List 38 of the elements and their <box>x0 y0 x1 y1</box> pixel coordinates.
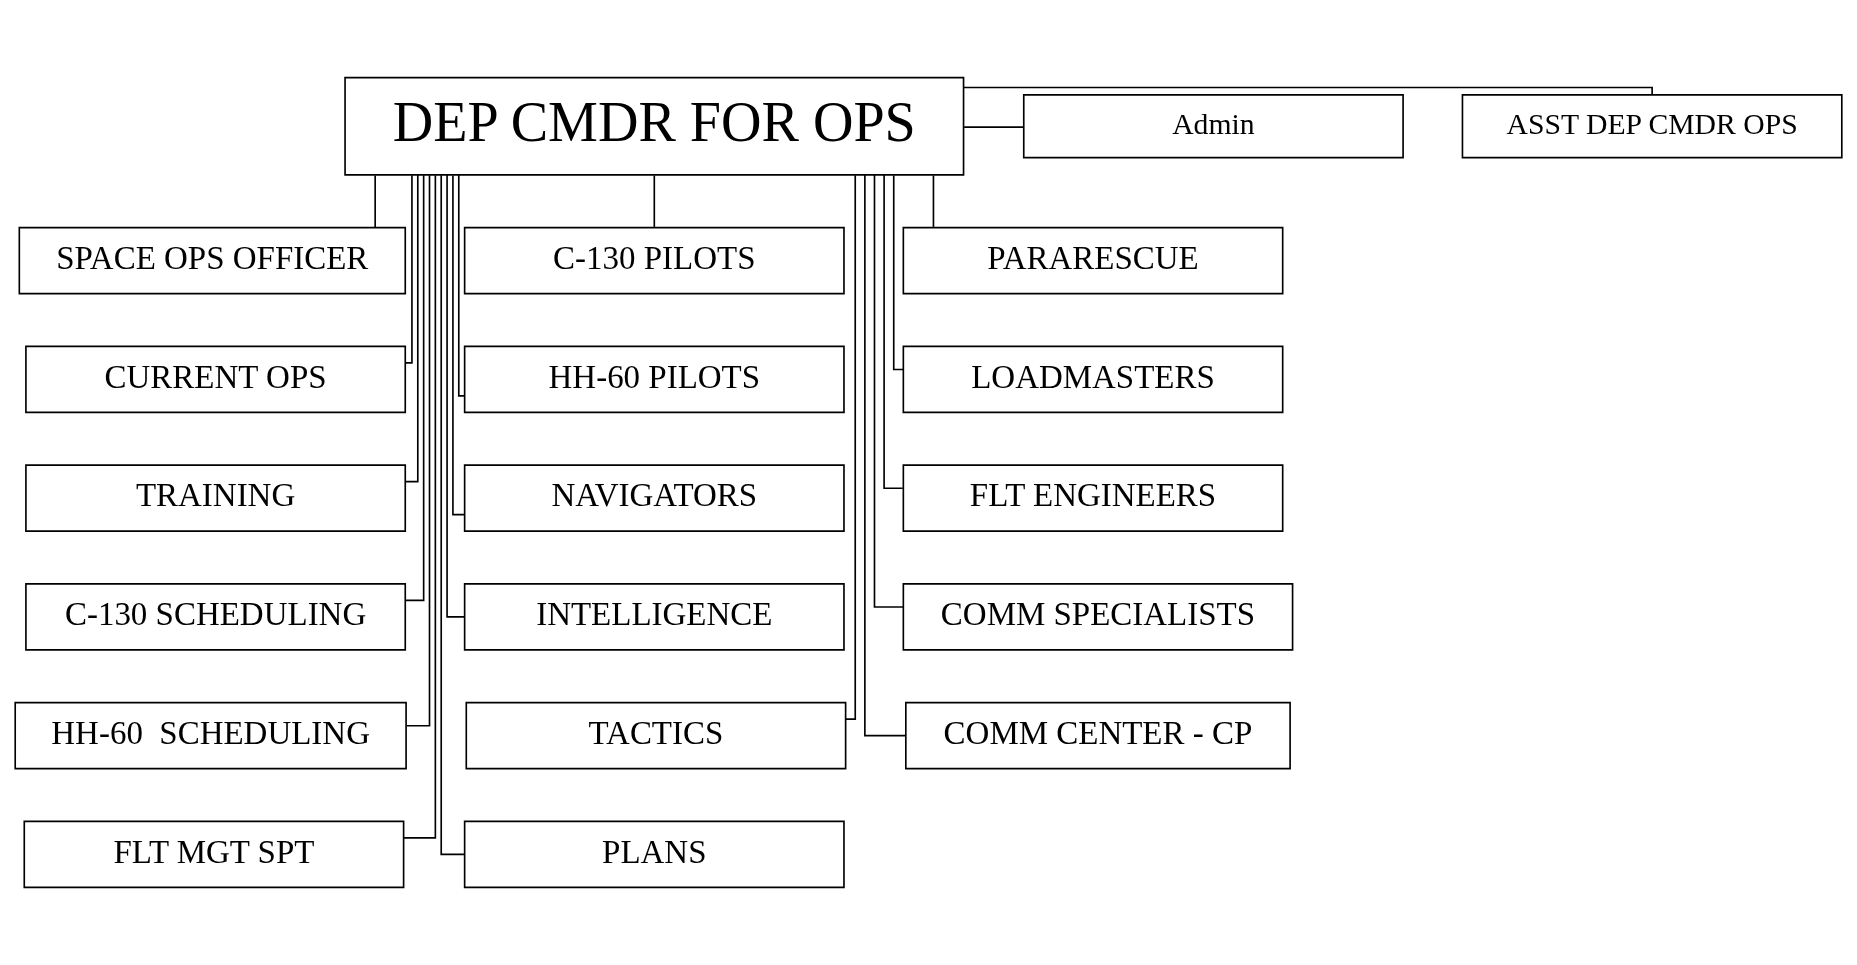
node-box: C-130 PILOTS <box>463 226 845 295</box>
connector <box>873 174 905 608</box>
node-box: DEP CMDR FOR OPS <box>344 76 965 176</box>
connector <box>405 174 425 602</box>
node-box: PARARESCUE <box>902 226 1284 295</box>
connector <box>653 174 656 228</box>
node-box: HH-60 PILOTS <box>463 345 845 414</box>
connector <box>883 174 904 490</box>
connector <box>892 174 905 371</box>
connector <box>406 174 431 727</box>
connector <box>374 174 376 228</box>
node-box: TACTICS <box>465 701 847 770</box>
node-box: INTELLIGENCE <box>463 583 845 651</box>
node-box: PLANS <box>463 820 845 889</box>
connector <box>452 174 466 516</box>
connector <box>404 174 413 364</box>
node-box: HH-60 SCHEDULING <box>14 701 407 770</box>
connector <box>402 174 437 839</box>
connector <box>404 174 419 483</box>
node-box: C-130 SCHEDULING <box>25 583 407 651</box>
connector <box>864 174 907 737</box>
node-box: FLT ENGINEERS <box>902 464 1284 532</box>
node-box: NAVIGATORS <box>463 464 845 532</box>
node-box: ASST DEP CMDR OPS <box>1461 94 1843 159</box>
connector <box>844 174 857 720</box>
node-box: FLT MGT SPT <box>23 820 405 889</box>
node-box: COMM CENTER - CP <box>905 701 1291 770</box>
node-box: SPACE OPS OFFICER <box>18 226 407 295</box>
connector <box>446 174 465 618</box>
connector <box>457 174 466 397</box>
connector <box>963 126 1025 128</box>
connector <box>440 174 466 856</box>
connector <box>932 174 935 228</box>
node-box: COMM SPECIALISTS <box>902 583 1294 651</box>
node-box: LOADMASTERS <box>902 345 1284 414</box>
node-box: TRAINING <box>25 464 407 532</box>
node-box: Admin <box>1022 94 1404 159</box>
node-box: CURRENT OPS <box>25 345 407 414</box>
